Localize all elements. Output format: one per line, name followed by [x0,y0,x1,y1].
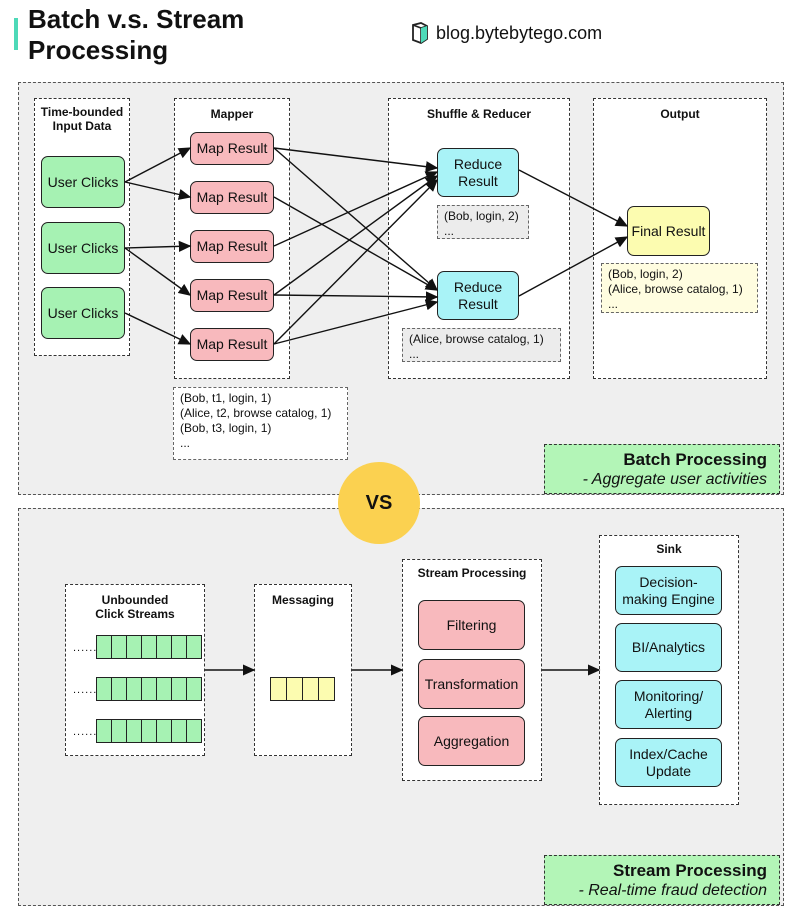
aggregation-node: Aggregation [418,716,525,766]
batch-badge-subtitle: - Aggregate user activities [582,471,767,488]
title-line-1: Batch v.s. Stream [28,4,245,34]
batch-processing-badge: Batch Processing - Aggregate user activi… [544,444,780,494]
click-streams-label-line-1: Unbounded [101,593,169,607]
output-label: Output [660,107,700,121]
messaging-column: Messaging [254,584,352,756]
sink-label: Sink [656,542,682,556]
index-cache-node: Index/Cache Update [615,738,722,787]
reduce-note-line: ... [444,224,455,238]
stream-dots: ...... [73,684,98,696]
filtering-node: Filtering [418,600,525,650]
title-line-2: Processing [28,35,169,65]
arrow [124,247,192,296]
reducer-label: Shuffle & Reducer [426,107,531,121]
arrow [124,147,192,183]
bi-analytics-node: BI/Analytics [615,623,722,672]
map-result-node-1: Map Result [190,132,274,165]
input-label-line-2: Input Data [52,119,112,133]
final-result-node: Final Result [627,206,710,256]
mapper-note-line: (Bob, t3, login, 1) [180,421,272,435]
messaging-label: Messaging [271,593,334,607]
arrow [124,312,192,345]
arrow [518,236,629,297]
user-clicks-node-2: User Clicks [41,222,125,274]
output-note-line: (Bob, login, 2) [608,267,683,281]
reduce-note-line: ... [409,347,420,361]
stream-badge-subtitle: - Real-time fraud detection [578,882,767,899]
click-stream-queue [96,635,202,659]
stream-dots: ...... [73,726,98,738]
reduce-result-node-1: Reduce Result [437,148,519,197]
bytebytego-logo-icon [412,22,428,44]
reduce-note-line: (Bob, login, 2) [444,209,519,223]
map-result-node-5: Map Result [190,328,274,361]
arrow [124,181,192,200]
click-stream-queue [96,719,202,743]
page-title: Batch v.s. Stream Processing [28,4,244,66]
batch-badge-title: Batch Processing [623,450,767,469]
arrow [518,169,629,227]
monitoring-alerting-node: Monitoring/ Alerting [615,680,722,729]
arrow [273,196,439,291]
user-clicks-node-1: User Clicks [41,156,125,208]
vs-circle: VS [338,462,420,544]
mapper-note-line: (Bob, t1, login, 1) [180,391,272,405]
arrow [273,291,439,303]
arrow [273,171,439,247]
output-note: (Bob, login, 2) (Alice, browse catalog, … [601,263,758,313]
click-streams-label-line-2: Click Streams [95,607,175,621]
click-stream-queue [96,677,202,701]
reduce-note-line: (Alice, browse catalog, 1) [409,332,544,346]
click-streams-label: Unbounded Click Streams [66,593,204,621]
arrow [124,240,192,252]
map-result-node-2: Map Result [190,181,274,214]
transformation-node: Transformation [418,659,525,709]
mapper-label: Mapper [210,107,254,121]
user-clicks-node-3: User Clicks [41,287,125,339]
brand-url: blog.bytebytego.com [436,22,603,43]
brand: blog.bytebytego.com [410,22,602,44]
decision-engine-node: Decision- making Engine [615,566,722,615]
output-note-line: (Alice, browse catalog, 1) [608,282,743,296]
mapper-note: (Bob, t1, login, 1) (Alice, t2, browse c… [173,387,348,460]
mapper-note-line: ... [180,436,191,450]
output-note-line: ... [608,297,619,311]
arrow [273,179,438,345]
stream-badge-title: Stream Processing [612,861,767,880]
mapper-note-line: (Alice, t2, browse catalog, 1) [180,406,332,420]
map-result-node-4: Map Result [190,279,274,312]
title-accent-bar [14,18,18,50]
arrow [273,175,439,296]
stream-processing-label: Stream Processing [417,566,527,580]
stream-dots: ...... [73,642,98,654]
reduce-result-node-2: Reduce Result [437,271,519,320]
input-column-label: Time-bounded Input Data [35,105,129,133]
reduce-note-1: (Bob, login, 2) ... [437,205,529,239]
message-queue [270,677,335,701]
reduce-note-2: (Alice, browse catalog, 1) ... [402,328,561,362]
arrow [273,147,439,291]
arrow [273,147,439,173]
arrow [273,299,439,345]
input-label-line-1: Time-bounded [40,105,124,119]
stream-processing-badge: Stream Processing - Real-time fraud dete… [544,855,780,905]
map-result-node-3: Map Result [190,230,274,263]
